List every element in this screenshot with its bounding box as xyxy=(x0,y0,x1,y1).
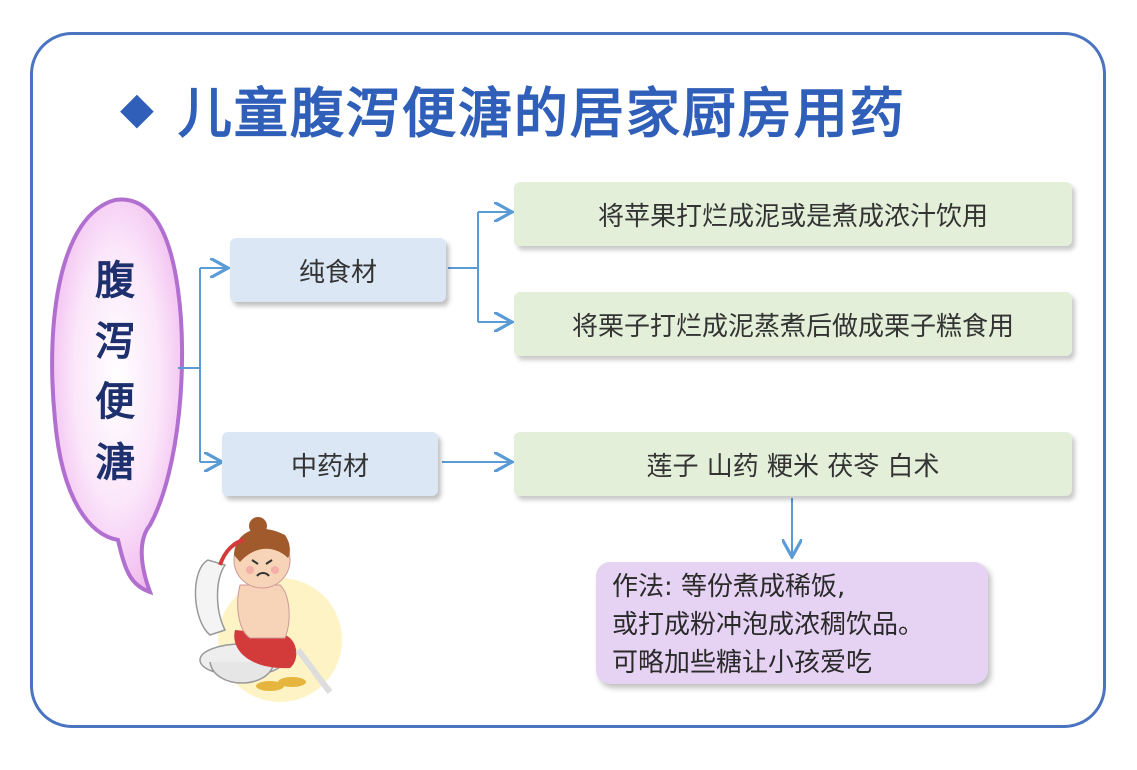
page-title: ◆ 儿童腹泻便溏的居家厨房用药 xyxy=(120,68,1020,148)
method-box: 作法: 等份煮成稀饭, 或打成粉冲泡成浓稠饮品。 可略加些糖让小孩爱吃 xyxy=(596,562,988,684)
method-line-2: 或打成粉冲泡成浓稠饮品。 xyxy=(612,610,925,640)
leaf-apple-text: 将苹果打烂成泥或是煮成浓汁饮用 xyxy=(597,201,988,232)
bubble-char-1: 腹 xyxy=(95,258,135,304)
page-title-text: 儿童腹泻便溏的居家厨房用药 xyxy=(177,81,906,145)
leaf-herbs: 莲子 山药 粳米 茯苓 白术 xyxy=(514,432,1072,496)
diamond-bullet-icon: ◆ xyxy=(120,82,156,134)
method-line-3: 可略加些糖让小孩爱吃 xyxy=(612,648,873,678)
bubble-char-3: 便 xyxy=(95,379,135,426)
leaf-chestnut-text: 将栗子打烂成泥蒸煮后做成栗子糕食用 xyxy=(571,311,1014,342)
leaf-apple: 将苹果打烂成泥或是煮成浓汁饮用 xyxy=(514,182,1072,246)
bubble-char-2: 泻 xyxy=(95,318,135,365)
child-on-toilet-illustration xyxy=(194,517,342,702)
method-line-1: 作法: 等份煮成稀饭, xyxy=(612,572,846,602)
bubble-char-4: 溏 xyxy=(95,439,135,486)
leaf-chestnut: 将栗子打烂成泥蒸煮后做成栗子糕食用 xyxy=(514,292,1072,356)
branch-herbal: 中药材 xyxy=(222,432,438,496)
leaf-herbs-text: 莲子 山药 粳米 茯苓 白术 xyxy=(646,451,940,482)
branch-pure-food: 纯食材 xyxy=(230,238,446,302)
branch-pure-food-label: 纯食材 xyxy=(298,257,377,288)
branch-herbal-label: 中药材 xyxy=(290,451,369,482)
bubble-text: 腹 泻 便 溏 xyxy=(80,248,150,488)
